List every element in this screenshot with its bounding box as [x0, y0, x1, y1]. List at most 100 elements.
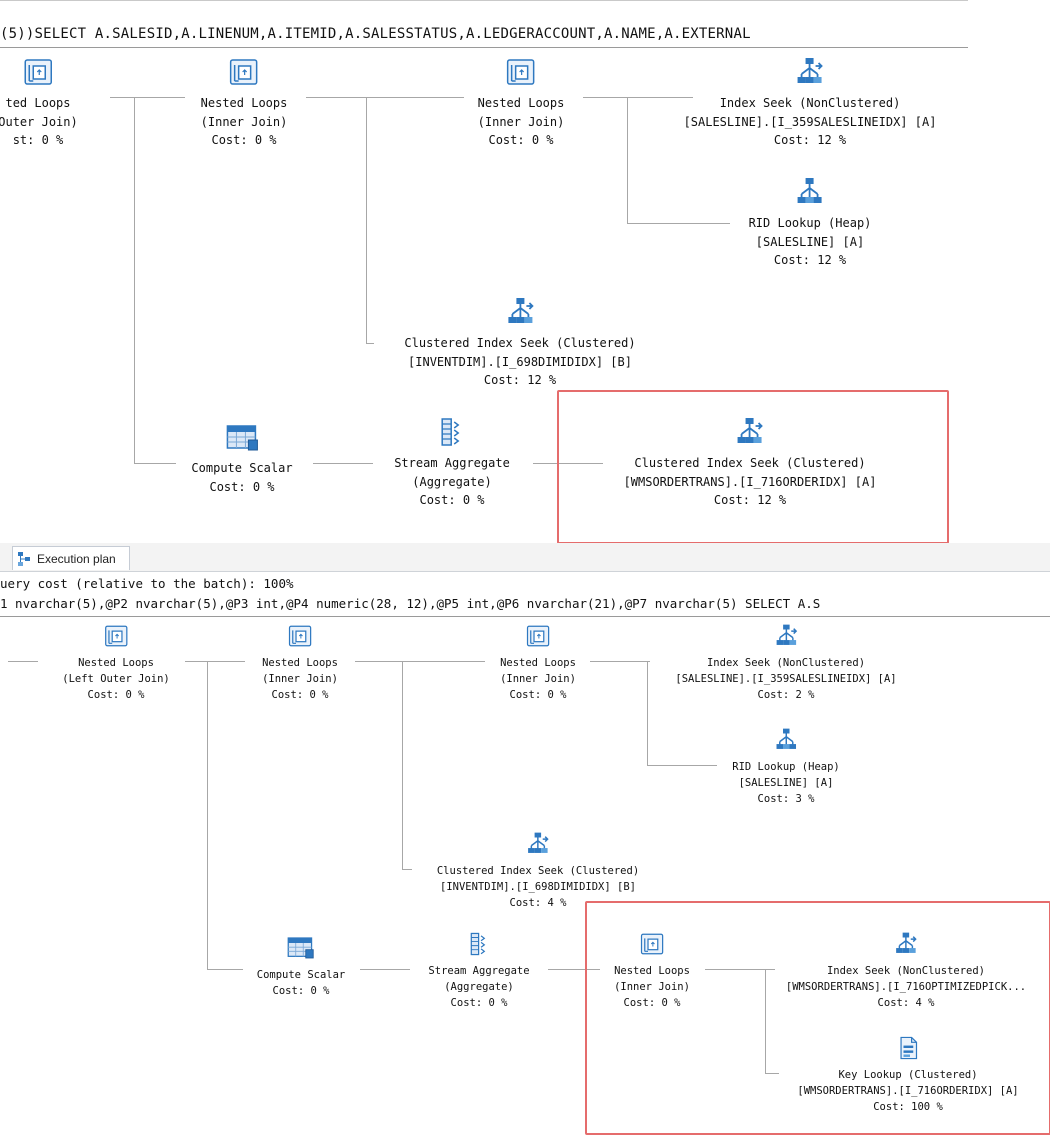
plan1-clustered-index-seek-inventdim[interactable]: Clustered Index Seek (Clustered) [INVENT…: [404, 296, 636, 390]
node-label: [SALESLINE].[I_359SALESLINEIDX] [A]: [675, 673, 897, 685]
tab-bar: Execution plan: [0, 543, 1050, 572]
node-label: Compute Scalar: [256, 969, 346, 981]
node-label: [SALESLINE] [A]: [738, 777, 834, 789]
query-cost-line: uery cost (relative to the batch): 100%: [0, 576, 294, 591]
connector: [647, 661, 648, 765]
plan2-rid-lookup[interactable]: RID Lookup (Heap) [SALESLINE] [A] Cost: …: [732, 727, 840, 807]
connector: [366, 343, 374, 344]
node-label: [WMSORDERTRANS].[I_716ORDERIDX] [A]: [623, 474, 877, 489]
node-cost: Cost: 0 %: [623, 997, 681, 1009]
highlight-box: [557, 390, 949, 543]
node-cost: Cost: 4 %: [509, 897, 567, 909]
node-cost: Cost: 0 %: [450, 997, 508, 1009]
connector: [8, 661, 38, 662]
plan1-nested-loops-right[interactable]: Nested Loops (Inner Join) Cost: 0 %: [477, 56, 565, 150]
node-label: Index Seek (NonClustered): [719, 96, 901, 110]
node-cost: Cost: 12 %: [483, 373, 557, 387]
tab-execution-plan[interactable]: Execution plan: [12, 546, 130, 570]
node-label: Nested Loops: [614, 965, 690, 977]
connector: [185, 661, 245, 662]
plan1-stream-aggregate[interactable]: Stream Aggregate (Aggregate) Cost: 0 %: [394, 416, 510, 510]
index-seek-icon: [738, 418, 764, 443]
connector: [134, 97, 135, 463]
connector: [765, 969, 766, 1073]
plan2-nested-loops-right[interactable]: Nested Loops (Inner Join) Cost: 0 %: [500, 623, 576, 703]
node-label: Nested Loops: [500, 657, 576, 669]
plan2-index-seek-wms[interactable]: Index Seek (NonClustered) [WMSORDERTRANS…: [786, 931, 1026, 1011]
node-label: Clustered Index Seek (Clustered): [404, 336, 636, 350]
node-label: (Inner Join): [500, 673, 576, 685]
plan2-nested-loops-mid[interactable]: Nested Loops (Inner Join) Cost: 0 %: [262, 623, 338, 703]
execution-plan-tab-icon: [18, 552, 30, 566]
node-label: (Left Outer Join): [62, 673, 170, 685]
plan2-key-lookup[interactable]: Key Lookup (Clustered) [WMSORDERTRANS].[…: [797, 1035, 1019, 1115]
index-seek-icon: [508, 298, 534, 323]
stream-aggregate-icon: [470, 932, 485, 956]
nested-loops-icon: [230, 59, 258, 85]
nested-loops-icon: [24, 59, 52, 85]
connector: [402, 661, 403, 869]
execution-plan-bottom: Execution plan uery cost (relative to th…: [0, 543, 1050, 1136]
node-cost: Cost: 0 %: [87, 689, 145, 701]
node-label: Stream Aggregate: [394, 456, 510, 470]
node-label: ted Loops: [5, 96, 71, 110]
plan1-clustered-index-seek-wms[interactable]: Clustered Index Seek (Clustered) [WMSORD…: [623, 416, 877, 510]
plan2-index-seek[interactable]: Index Seek (NonClustered) [SALESLINE].[I…: [675, 623, 897, 703]
node-label: Nested Loops: [477, 96, 565, 110]
node-label: Clustered Index Seek (Clustered): [436, 865, 640, 877]
plan1-nested-loops-mid[interactable]: Nested Loops (Inner Join) Cost: 0 %: [201, 56, 287, 150]
connector: [627, 223, 730, 224]
connector: [355, 661, 485, 662]
index-seek-icon: [798, 58, 824, 83]
node-label: (Inner Join): [262, 673, 338, 685]
top-divider: [0, 0, 968, 5]
plan2-nested-loops-left[interactable]: Nested Loops (Left Outer Join) Cost: 0 %: [62, 623, 170, 703]
plan2-sql-separator: [0, 616, 1050, 617]
connector: [402, 869, 412, 870]
node-cost: Cost: 12 %: [773, 253, 847, 267]
compute-scalar-icon: [287, 937, 314, 959]
connector: [207, 661, 208, 969]
node-label: [SALESLINE].[I_359SALESLINEIDX] [A]: [683, 114, 937, 129]
plan2-clustered-index-seek-inventdim[interactable]: Clustered Index Seek (Clustered) [INVENT…: [437, 831, 639, 911]
node-cost: Cost: 100 %: [873, 1101, 943, 1113]
connector: [627, 97, 628, 223]
node-label: Index Seek (NonClustered): [706, 657, 866, 669]
node-label: [WMSORDERTRANS].[I_716OPTIMIZEDPICK...: [785, 981, 1027, 993]
plan2-nested-loops-inner[interactable]: Nested Loops (Inner Join) Cost: 0 %: [614, 931, 690, 1011]
node-cost: Cost: 12 %: [773, 133, 847, 147]
node-cost: Cost: 2 %: [757, 689, 815, 701]
index-seek-icon: [776, 624, 797, 645]
connector: [533, 463, 603, 464]
tab-label: Execution plan: [37, 552, 116, 566]
plan1-rid-lookup[interactable]: RID Lookup (Heap) [SALESLINE] [A] Cost: …: [749, 176, 871, 270]
node-label: (Aggregate): [444, 981, 514, 993]
node-label: [INVENTDIM].[I_698DIMIDIDX] [B]: [408, 354, 632, 369]
plan1-nested-loops-left[interactable]: ted Loops Outer Join) st: 0 %: [0, 56, 78, 150]
plan2-stream-aggregate[interactable]: Stream Aggregate (Aggregate) Cost: 0 %: [428, 931, 530, 1011]
node-cost: Cost: 0 %: [488, 133, 554, 147]
node-label: [WMSORDERTRANS].[I_716ORDERIDX] [A]: [797, 1085, 1019, 1097]
nested-loops-icon: [640, 933, 664, 955]
node-cost: Cost: 0 %: [271, 689, 329, 701]
node-label: Nested Loops: [78, 657, 154, 669]
node-label: Compute Scalar: [191, 461, 293, 475]
connector: [647, 765, 717, 766]
execution-plan-top: (5))SELECT A.SALESID,A.LINENUM,A.ITEMID,…: [0, 0, 968, 543]
node-cost: Cost: 0 %: [209, 479, 275, 494]
node-label: [SALESLINE] [A]: [755, 234, 865, 249]
nested-loops-icon: [288, 625, 312, 647]
plan2-sql-text: 1 nvarchar(5),@P2 nvarchar(5),@P3 int,@P…: [0, 596, 821, 611]
node-cost: Cost: 0 %: [211, 133, 277, 147]
plan1-compute-scalar[interactable]: Compute Scalar Cost: 0 %: [191, 423, 293, 496]
nested-loops-icon: [104, 625, 128, 647]
connector: [360, 969, 410, 970]
plan2-compute-scalar[interactable]: Compute Scalar Cost: 0 %: [256, 935, 346, 999]
node-label: (Inner Join): [477, 114, 565, 129]
node-label: RID Lookup (Heap): [732, 761, 840, 773]
node-label: Clustered Index Seek (Clustered): [634, 456, 866, 470]
plan1-index-seek[interactable]: Index Seek (NonClustered) [SALESLINE].[I…: [683, 56, 937, 150]
index-seek-icon: [528, 832, 549, 853]
connector: [765, 1073, 779, 1074]
node-cost: Cost: 0 %: [509, 689, 567, 701]
